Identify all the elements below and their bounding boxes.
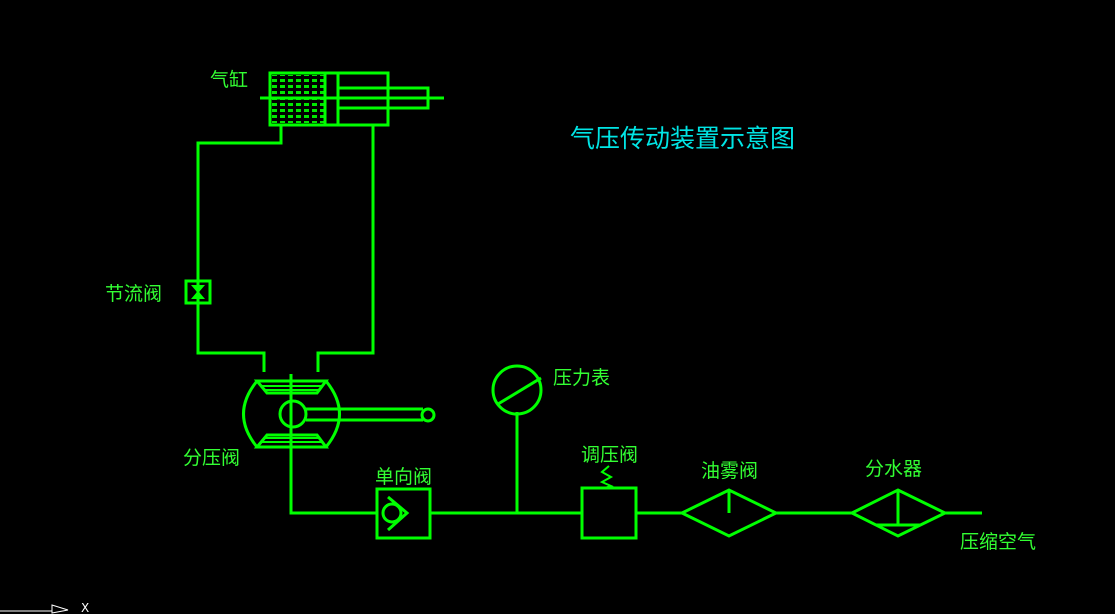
pressure-gauge <box>491 364 543 416</box>
ucs-x-label: X <box>81 601 89 614</box>
diagram-title: 气压传动装置示意图 <box>570 124 795 153</box>
label-water-separator: 分水器 <box>865 458 922 480</box>
distributing-valve <box>242 374 436 456</box>
label-oil-mist-valve: 油雾阀 <box>701 460 758 482</box>
label-check-valve: 单向阀 <box>375 466 432 488</box>
throttle-valve <box>184 279 212 305</box>
check-valve <box>375 487 432 540</box>
label-distributing-valve: 分压阀 <box>183 447 240 469</box>
ucs-icon: X <box>0 601 89 614</box>
label-pressure-gauge: 压力表 <box>553 367 610 389</box>
oil-mist-valve <box>678 488 780 538</box>
label-throttle-valve: 节流阀 <box>105 283 162 305</box>
label-pressure-regulator: 调压阀 <box>581 444 638 466</box>
label-cylinder: 气缸 <box>210 69 248 91</box>
pipes <box>196 125 982 515</box>
water-separator <box>848 488 949 538</box>
pressure-regulator <box>580 465 638 540</box>
cylinder <box>260 71 444 127</box>
label-compressed-air: 压缩空气 <box>960 531 1036 553</box>
